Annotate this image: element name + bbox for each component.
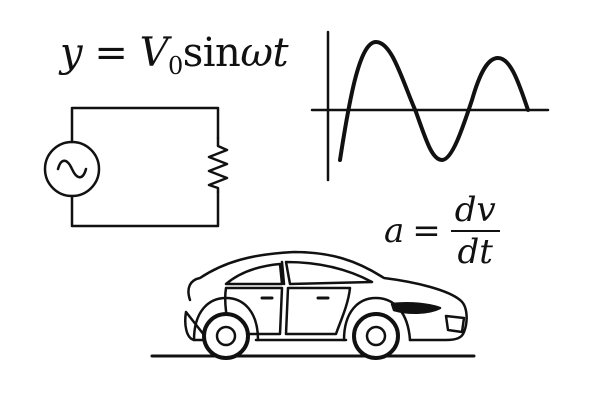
eq-sine-arg: ωt bbox=[240, 30, 289, 76]
wheel-rear-hub bbox=[215, 325, 237, 347]
eq-sine-subscript: 0 bbox=[167, 52, 183, 80]
eq-accel-denominator: dt bbox=[457, 232, 493, 272]
eq-sine-amplitude: V bbox=[139, 30, 169, 76]
circuit-wire bbox=[70, 106, 220, 144]
acceleration-equation: a = dv dt bbox=[384, 190, 500, 272]
eq-sine-equals: = bbox=[94, 30, 128, 76]
eq-accel-fraction: dv dt bbox=[450, 190, 500, 272]
car-window-front bbox=[284, 260, 374, 286]
car-window-rear bbox=[224, 262, 284, 286]
wheel-arch-rear bbox=[192, 296, 260, 342]
resistor-icon bbox=[207, 136, 229, 194]
ac-source-wave bbox=[56, 159, 88, 179]
wheel-front-hub bbox=[365, 325, 387, 347]
car-icon bbox=[150, 250, 476, 360]
eq-accel-lhs: a bbox=[384, 211, 405, 251]
wheel-arch-front bbox=[342, 296, 412, 342]
wheel-rear bbox=[202, 312, 250, 360]
eq-sine-lhs: y bbox=[60, 30, 83, 76]
wheel-front bbox=[352, 312, 400, 360]
ac-source-icon bbox=[43, 140, 101, 198]
sine-wave-graph bbox=[310, 30, 550, 182]
eq-accel-numerator: dv bbox=[450, 190, 500, 232]
circuit-diagram bbox=[43, 106, 229, 228]
car-door-front bbox=[284, 286, 352, 336]
eq-accel-equals: = bbox=[412, 211, 441, 251]
front-grille bbox=[444, 314, 466, 334]
sine-wave-curve bbox=[338, 39, 530, 163]
eq-sine-func: sin bbox=[182, 30, 241, 76]
window-pillar bbox=[280, 260, 286, 286]
circuit-wire bbox=[70, 190, 220, 228]
sine-equation: y = V0sinωt bbox=[60, 30, 289, 80]
